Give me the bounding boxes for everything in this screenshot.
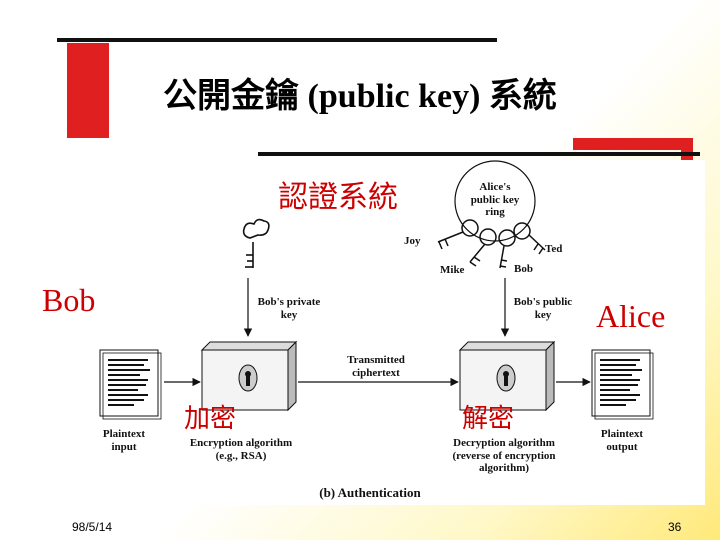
alice-label: Alice	[596, 298, 666, 334]
decrypt-label: 解密	[462, 404, 515, 434]
slide-date: 98/5/14	[72, 520, 113, 534]
mike-key-icon	[469, 228, 497, 267]
public-key-label: Bob's public key	[513, 296, 573, 321]
plaintext-output-doc	[591, 349, 654, 420]
accent-red-block-right	[573, 138, 693, 150]
plaintext-input-doc	[99, 349, 162, 420]
decryption-algorithm-label: Decryption algorithm (reverse of encrypt…	[452, 437, 556, 475]
encrypt-label: 加密	[184, 404, 237, 434]
cert-system-label: 認證系統	[278, 180, 398, 215]
ciphertext-label: Transmitted ciphertext	[347, 354, 405, 379]
joy-label: Joy	[404, 235, 421, 247]
plaintext-output-label: Plaintext output	[600, 428, 644, 453]
private-key-label: Bob's private key	[257, 296, 321, 321]
figure-caption: (b) Authentication	[319, 485, 421, 500]
accent-red-block-left	[67, 43, 109, 138]
authentication-diagram	[40, 160, 705, 505]
bob-label: Bob	[42, 282, 96, 318]
bottom-title-rule	[258, 152, 700, 156]
private-key-icon	[242, 218, 270, 268]
ted-key-icon	[513, 222, 546, 255]
encryption-algorithm-label: Encryption algorithm (e.g., RSA)	[189, 437, 293, 462]
encryption-box	[200, 340, 298, 412]
key-ring-label: Alice's public key ring	[470, 181, 520, 219]
page-title: 公開金鑰 (public key) 系統	[163, 78, 557, 115]
slide-number: 36	[668, 520, 682, 534]
bob-ring-key-icon	[498, 229, 516, 269]
bob-ring-label: Bob	[514, 263, 533, 275]
top-rule	[57, 38, 497, 42]
joy-key-icon	[437, 219, 479, 250]
plaintext-input-label: Plaintext input	[102, 428, 146, 453]
mike-label: Mike	[440, 264, 465, 276]
ted-label: Ted	[545, 243, 563, 255]
decryption-box	[458, 340, 556, 412]
